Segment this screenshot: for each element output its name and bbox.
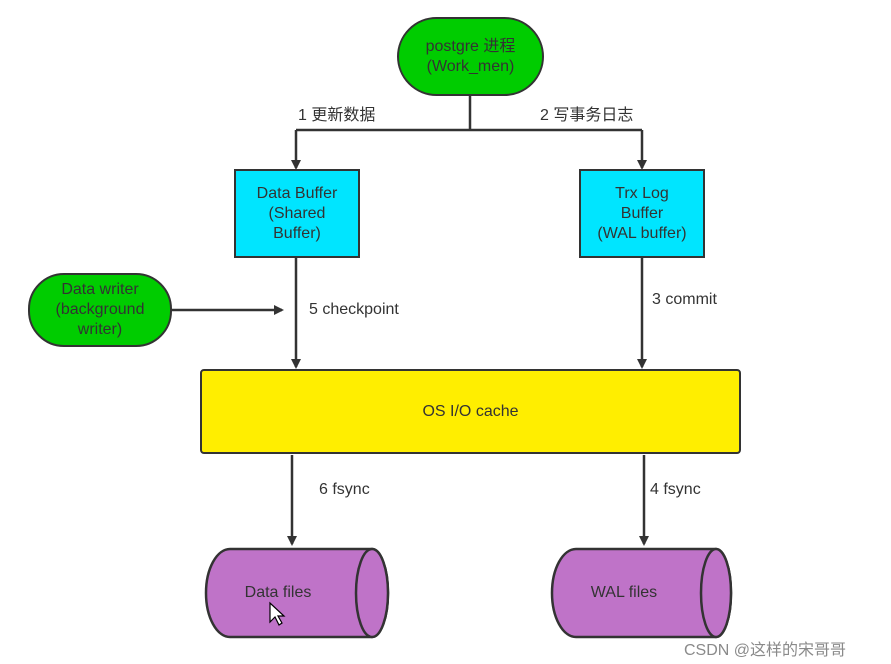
- edge-label-update-data: 1 更新数据: [298, 107, 376, 124]
- split-connector: [296, 96, 642, 132]
- data-files-cylinder: [204, 547, 390, 639]
- postgre-process-node: postgre 进程 (Work_men): [397, 17, 544, 96]
- edge-label-fsync-wal: 4 fsync: [650, 481, 701, 498]
- mouse-cursor-icon: [269, 601, 286, 626]
- edge-label-commit: 3 commit: [652, 291, 717, 308]
- wal-files-cylinder: [550, 547, 733, 639]
- data-writer-node: Data writer (background writer): [28, 273, 172, 347]
- wal-files-label: WAL files: [590, 584, 658, 601]
- edge-label-write-log: 2 写事务日志: [540, 107, 634, 124]
- trx-log-buffer-node: Trx Log Buffer (WAL buffer): [579, 169, 705, 258]
- os-io-cache-node: OS I/O cache: [200, 369, 741, 454]
- edge-label-checkpoint: 5 checkpoint: [309, 301, 399, 318]
- data-files-label: Data files: [244, 584, 312, 601]
- csdn-watermark: CSDN @这样的宋哥哥: [684, 642, 847, 659]
- data-buffer-node: Data Buffer (Shared Buffer): [234, 169, 360, 258]
- edge-label-fsync-data: 6 fsync: [319, 481, 370, 498]
